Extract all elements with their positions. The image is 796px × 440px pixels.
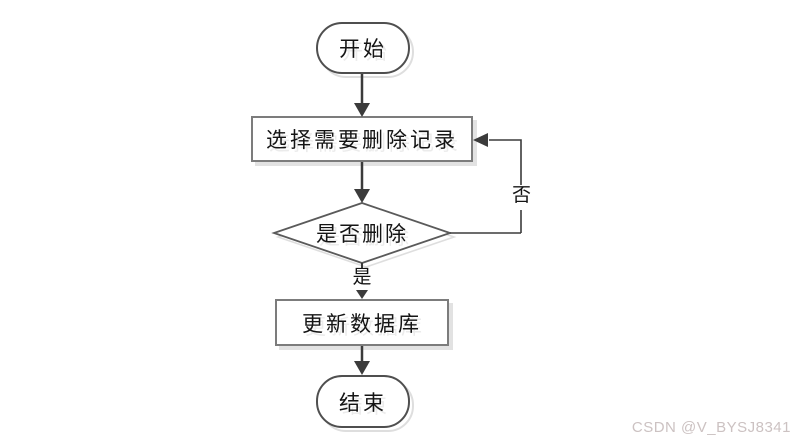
arrowhead-start-to-select <box>354 103 370 117</box>
csdn-watermark: CSDN @V_BYSJ8341 <box>631 419 791 436</box>
arrowhead-decision-to-update <box>356 290 368 299</box>
arrowhead-select-to-decision <box>354 189 370 203</box>
branch-label-no: 否 <box>511 185 531 206</box>
arrowhead-no-branch <box>473 133 488 147</box>
flow-node-end: 结束 <box>316 375 410 428</box>
flow-node-select-records: 选择需要删除记录 <box>251 116 473 162</box>
flow-node-decision-label: 是否删除 <box>316 222 408 246</box>
flow-node-start: 开始 <box>316 22 410 74</box>
arrowhead-update-to-end <box>354 361 370 375</box>
branch-label-yes: 是 <box>352 267 372 288</box>
flow-node-update-database: 更新数据库 <box>275 299 449 346</box>
